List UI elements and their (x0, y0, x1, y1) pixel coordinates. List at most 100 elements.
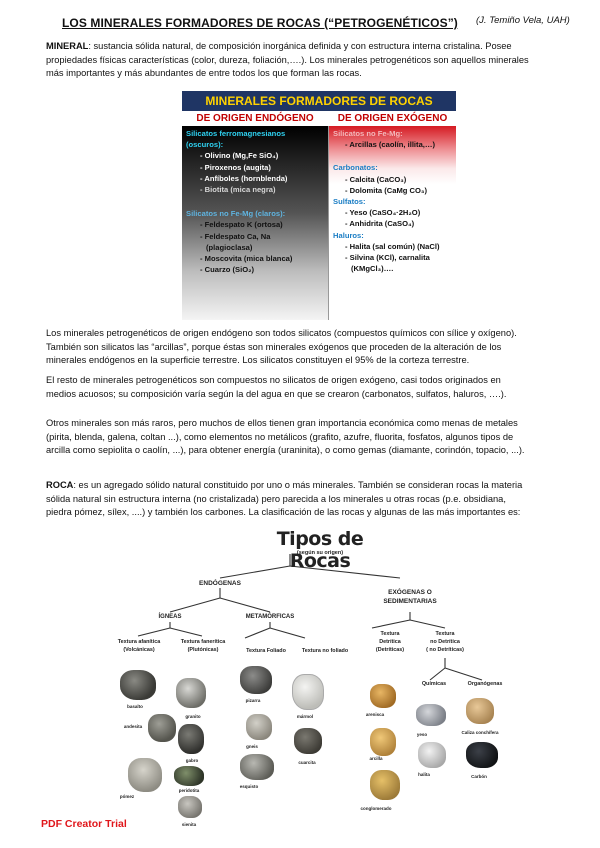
list-item: - Arcillas (caolín, illita,…) (345, 140, 436, 150)
endogeno-content: Silicatos ferromagnesianos (oscuros): - … (186, 128, 292, 275)
rock-label: granito (185, 714, 201, 719)
rock-sample-pizarra (240, 666, 272, 694)
diagram-subtitle: (según su origen) (296, 550, 344, 556)
rock-sample-yeso (416, 704, 446, 726)
group-title: Carbonatos: (333, 163, 378, 173)
node-metamorficas: METAMÓRFICAS (245, 614, 295, 620)
text-line: Otros minerales son más raros, pero much… (46, 418, 518, 428)
rock-label: esquisto (239, 784, 259, 789)
paragraph-otros-minerales: Otros minerales son más raros, pero much… (46, 417, 580, 458)
mineral-def-line: propiedades físicas características (col… (46, 54, 529, 65)
rock-label: gneis (246, 744, 258, 749)
list-item: - Feldespato K (ortosa) (200, 220, 283, 230)
text-line: medios acuosos; su composición varía seg… (46, 388, 507, 399)
mineral-def-line: más importantes y más abundantes de entr… (46, 68, 362, 78)
text-line: arcilla como sepiolita o caolín, ...), p… (46, 445, 525, 455)
rock-label: basalto (127, 704, 143, 709)
list-item: - Yeso (CaSO₄·2H₂O) (345, 208, 421, 218)
exogeno-column (329, 126, 456, 320)
rock-label: andesita (123, 724, 143, 729)
rock-sample-cuarcita (294, 728, 322, 754)
text-line: El resto de minerales petrogenéticos son… (46, 375, 501, 385)
endogeno-header: DE ORIGEN ENDÓGENO (196, 113, 314, 124)
list-item: - Olivino (Mg,Fe SiO₄) (200, 151, 279, 161)
mineral-definition: MINERAL: sustancia sólida natural, de co… (46, 40, 580, 81)
rock-sample-conglomerado (370, 770, 400, 800)
group-subtitle: (oscuros): (186, 140, 224, 150)
text-line: sólida natural sin estructura interna (n… (46, 493, 506, 504)
node-organogenas: Organógenas (467, 681, 503, 687)
paragraph-no-silicatos: El resto de minerales petrogenéticos son… (46, 374, 580, 401)
paragraph-silicatos: Los minerales petrogenéticos de origen e… (46, 327, 580, 368)
rock-sample-arcilla (370, 728, 396, 756)
rock-types-diagram: Tipos de Rocas (según su origen) ENDÓGEN… (100, 528, 520, 836)
group-title: Haluros: (333, 230, 364, 240)
list-item: (plagioclasa) (206, 242, 253, 252)
endogeno-column (182, 126, 329, 320)
rock-label: pómez (119, 794, 135, 799)
rock-sample-arenisca (370, 684, 396, 708)
rock-label: Carbón (471, 774, 487, 779)
group-title: Silicatos ferromagnesianos (186, 129, 286, 138)
node-detritica: Textura Detrítica (Detríticas) (375, 631, 405, 653)
text-line: También son silicatos las “arcillas”, po… (46, 341, 502, 352)
node-foliado: Textura Foliado (246, 648, 286, 654)
text-line: Los minerales petrogenéticos de origen e… (46, 328, 517, 338)
rock-sample-andesita (148, 714, 176, 742)
mineral-table: MINERALES FORMADORES DE ROCAS DE ORIGEN … (182, 91, 456, 320)
rock-sample-carbon (466, 742, 498, 768)
node-endogenas: ENDÓGENAS (199, 580, 241, 587)
rock-label: peridotita (178, 788, 200, 793)
text-line: piedra pómez, sílex, ....) y también los… (46, 507, 521, 517)
rock-sample-peridotita (174, 766, 204, 786)
list-item: - Biotita (mica negra) (200, 185, 276, 195)
node-no-detritica: Textura no Detrítica ( no Detríticas) (426, 631, 464, 653)
list-item: - Anfíboles (hornblenda) (200, 173, 288, 183)
list-item: (KMgCl₃)…. (351, 264, 394, 274)
rock-label: halita (418, 772, 430, 777)
rock-label: sienita (181, 822, 197, 827)
rock-label: cuarcita (298, 760, 316, 765)
roca-term: ROCA (46, 480, 74, 490)
rock-label: gabro (185, 758, 199, 763)
watermark: PDF Creator Trial (41, 818, 127, 830)
text-line: minerales endógenos en la superficie ter… (46, 355, 470, 365)
node-no-foliado: Textura no foliado (301, 648, 349, 654)
text-line: : es un agregado sólido natural constitu… (73, 480, 523, 490)
rock-sample-caliza (466, 698, 494, 724)
text-line: (pirita, blenda, galena, coltan ...), co… (46, 431, 514, 442)
rock-label: conglomerado (360, 806, 392, 811)
rock-sample-sienita (178, 796, 202, 818)
rock-label: pizarra (245, 698, 261, 703)
rock-sample-marmol (292, 674, 324, 710)
header: LOS MINERALES FORMADORES DE ROCAS (“PETR… (62, 14, 582, 32)
list-item: - Anhidrita (CaSO₄) (345, 219, 415, 229)
rock-sample-halita (418, 742, 446, 768)
rock-sample-gabro (178, 724, 204, 754)
group-title: Sulfatos: (333, 197, 366, 207)
rock-sample-basalto (120, 670, 156, 700)
rock-label: yeso (416, 732, 428, 737)
rock-sample-granito (176, 678, 206, 708)
mineral-table-title: MINERALES FORMADORES DE ROCAS (182, 91, 456, 111)
list-item: - Dolomita (CaMg CO₃) (345, 185, 427, 195)
list-item: - Feldespato Ca, Na (200, 231, 271, 241)
list-item: - Moscovita (mica blanca) (200, 254, 293, 264)
rock-sample-pomez (128, 758, 162, 792)
node-igneas: ÍGNEAS (158, 614, 182, 620)
rock-sample-gneis (246, 714, 272, 740)
diagram-title: Tipos de Rocas (276, 528, 364, 572)
list-item: - Piroxenos (augita) (200, 162, 271, 172)
rock-label: Caliza conchífera (461, 730, 499, 735)
group-title: Silicatos no Fe-Mg (claros): (186, 209, 286, 219)
rock-label: arcilla (369, 756, 383, 761)
node-afanitica: Textura afanítica (Volcánicas) (117, 639, 161, 653)
list-item: - Halita (sal común) (NaCl) (345, 241, 440, 251)
roca-definition: ROCA: es un agregado sólido natural cons… (46, 479, 580, 520)
rock-sample-esquisto (240, 754, 274, 780)
diagram-connectors (137, 554, 483, 681)
author-credit: (J. Temiño Vela, UAH) (476, 15, 570, 26)
group-title: Silicatos no Fe-Mg: (333, 129, 403, 138)
mineral-def-line: : sustancia sólida natural, de composici… (88, 41, 512, 51)
